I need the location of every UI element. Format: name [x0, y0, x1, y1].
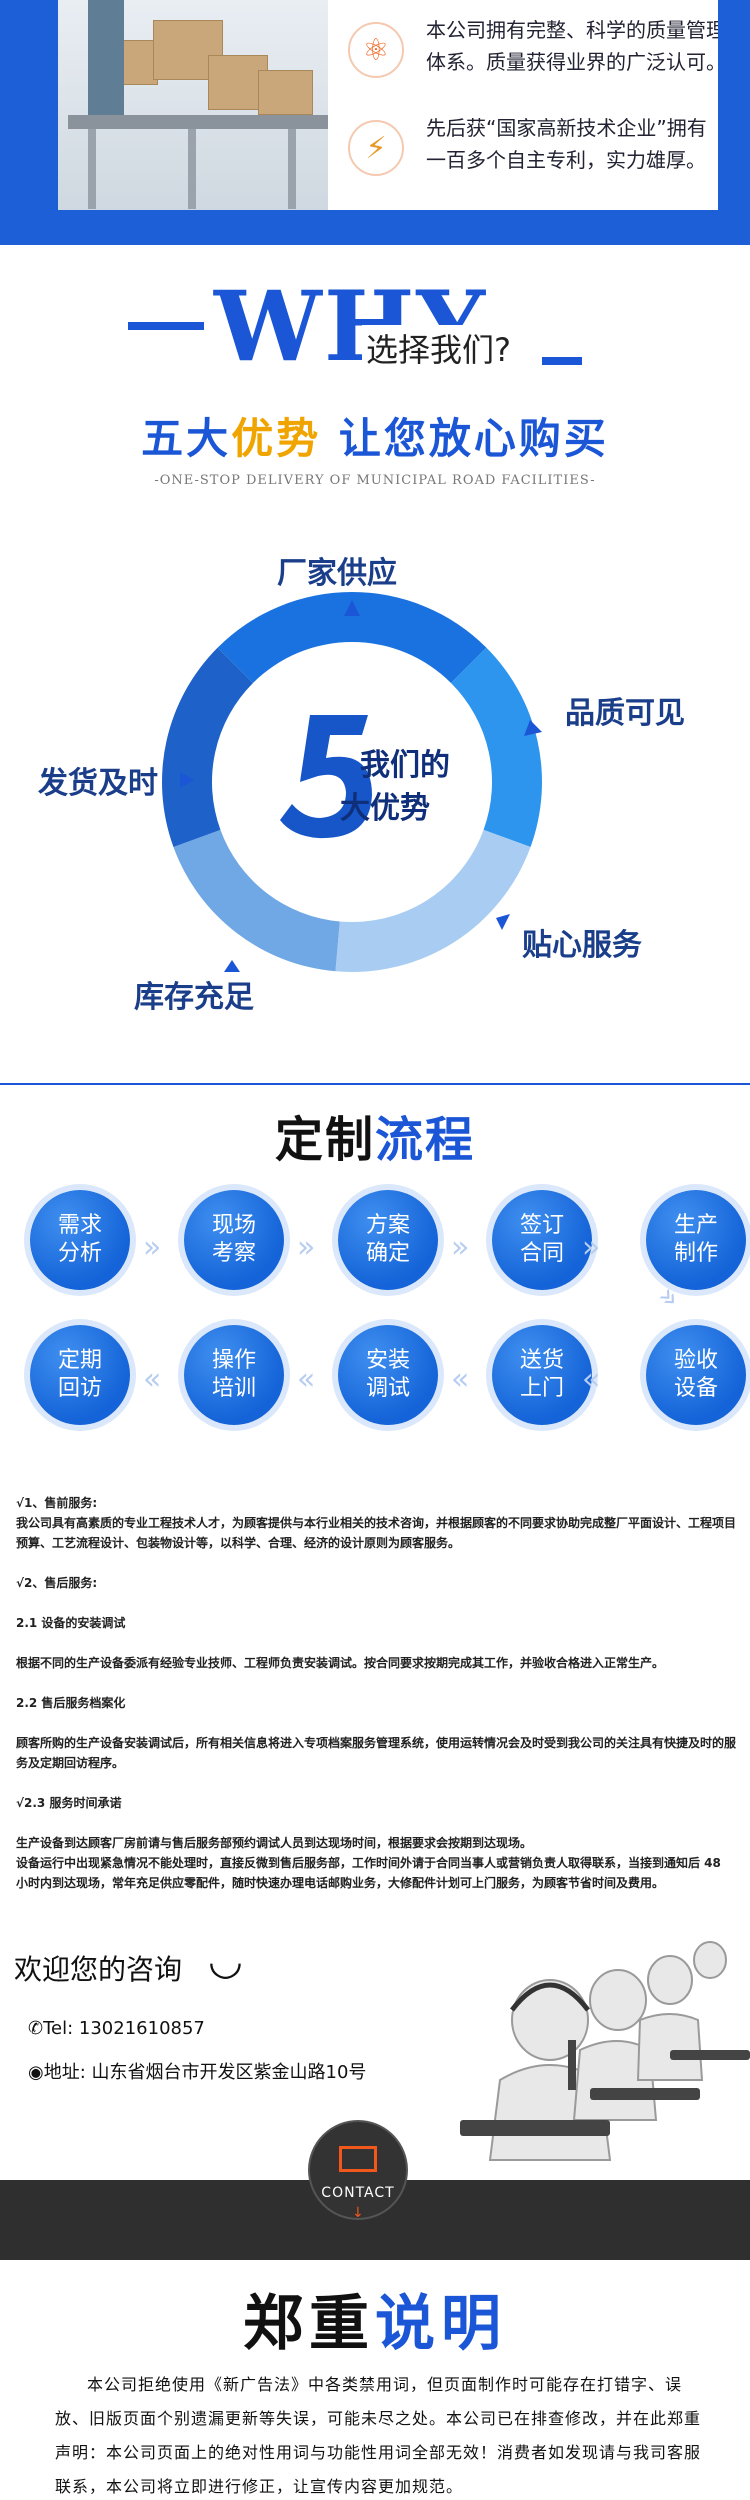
phone-icon: ✆ [28, 2018, 44, 2039]
why-decor-line [542, 357, 582, 365]
service-line: 我公司具有高素质的专业工程技术人才，为顾客提供与本行业相关的技术咨询，并根据顾客… [16, 1516, 737, 1550]
advantage-timely-delivery: 发货及时 [38, 766, 158, 801]
feature-card: ⚛ 本公司拥有完整、科学的质量管理体系。质量获得业界的广泛认可。 ⚡ 先后获“国… [58, 0, 718, 210]
service-line: 根据不同的生产设备委派有经验专业技师、工程师负责安装调试。按合同要求按期完成其工… [16, 1656, 665, 1670]
chevron-left-icon: « [582, 1362, 601, 1397]
phone-row: ✆Tel: 13021610857 [28, 2018, 205, 2039]
address-row: ◉地址: 山东省烟台市开发区紫金山路10号 [28, 2058, 366, 2084]
feature-quality: ⚛ 本公司拥有完整、科学的质量管理体系。质量获得业界的广泛认可。 [348, 12, 718, 102]
why-subheading: 选择我们? [362, 325, 515, 371]
ring-segment [173, 829, 340, 972]
advantages-title: 五大优势 让您放心购买 [141, 414, 609, 463]
advantage-caring-service: 贴心服务 [522, 928, 642, 963]
process-step: 现场考察 [184, 1190, 284, 1290]
advantages-ring: 我们的 大优势 [162, 592, 542, 972]
process-step-label: 定期回访 [57, 1348, 102, 1401]
top-banner: ⚛ 本公司拥有完整、科学的质量管理体系。质量获得业界的广泛认可。 ⚡ 先后获“国… [0, 0, 750, 245]
process-step-label: 送货上门 [519, 1348, 564, 1401]
phone-number[interactable]: 13021610857 [78, 2018, 205, 2039]
advantage-sufficient-stock: 库存充足 [134, 980, 254, 1015]
center-text-b: 大优势 [340, 791, 430, 826]
chevron-right-icon: » [582, 1230, 601, 1265]
feature-patent-text: 先后获“国家高新技术企业”拥有一百多个自主专利，实力雄厚。 [426, 116, 707, 172]
smile-icon: ◡ [208, 1938, 243, 1984]
process-step: 需求分析 [30, 1190, 130, 1290]
service-line: √2、售后服务: [16, 1576, 98, 1590]
service-line: 2.2 售后服务档案化 [16, 1696, 126, 1710]
center-text-a: 我们的 [360, 748, 450, 783]
service-line: √2.3 服务时间承诺 [16, 1796, 122, 1810]
address-text: 山东省烟台市开发区紫金山路10号 [91, 2062, 367, 2083]
advantages-diagram: 我们的 大优势 厂家供应 品质可见 贴心服务 库存充足 发货及时 [0, 520, 750, 1060]
statement-text: 本公司拒绝使用《新广告法》中各类禁用词，但页面制作时可能存在打错字、误放、旧版页… [55, 2375, 702, 2496]
service-line: √1、售前服务: [16, 1496, 98, 1510]
ring-segment [450, 647, 542, 847]
mail-icon [339, 2146, 377, 2172]
process-step-label: 验收设备 [673, 1348, 718, 1401]
arrow-down-icon: ↓ [352, 2205, 364, 2221]
process-step: 安装调试 [338, 1325, 438, 1425]
feature-quality-text: 本公司拥有完整、科学的质量管理体系。质量获得业界的广泛认可。 [426, 18, 718, 74]
service-line: 顾客所购的生产设备安装调试后，所有相关信息将进入专项档案服务管理系统，使用运转情… [16, 1736, 737, 1770]
process-step: 生产制作 [646, 1190, 746, 1290]
ring-segment [217, 592, 487, 684]
process-step-label: 生产制作 [673, 1213, 718, 1266]
process-step: 签订合同 [492, 1190, 592, 1290]
process-step-label: 安装调试 [365, 1348, 410, 1401]
advantage-factory-supply: 厂家供应 [277, 556, 397, 591]
patent-icon: ⚡ [348, 120, 404, 176]
feature-patent: ⚡ 先后获“国家高新技术企业”拥有一百多个自主专利，实力雄厚。 [348, 110, 718, 200]
service-line: 生产设备到达顾客厂房前请与售后服务部预约调试人员到达现场时间，根据要求会按期到达… [16, 1836, 533, 1850]
process-step-label: 需求分析 [57, 1213, 102, 1266]
process-step: 方案确定 [338, 1190, 438, 1290]
ring-segment [335, 829, 531, 972]
why-decor-line [128, 322, 204, 330]
chevron-left-icon: « [143, 1362, 162, 1397]
process-step-label: 操作培训 [211, 1348, 256, 1401]
process-step: 送货上门 [492, 1325, 592, 1425]
contact-label: CONTACT [321, 2185, 395, 2201]
welcome-heading: 欢迎您的咨询 [14, 1953, 183, 1986]
chevron-left-icon: « [297, 1362, 316, 1397]
advantages-english-subtitle: -ONE-STOP DELIVERY OF MUNICIPAL ROAD FAC… [154, 473, 596, 488]
process-step-label: 现场考察 [211, 1213, 256, 1266]
process-step: 操作培训 [184, 1325, 284, 1425]
address-label: 地址: [43, 2062, 92, 2083]
service-line: 2.1 设备的安装调试 [16, 1616, 126, 1630]
section-divider [0, 1083, 750, 1085]
chevron-right-icon: » [297, 1230, 316, 1265]
why-section: WHY 选择我们? 五大优势 让您放心购买 -ONE-STOP DELIVERY… [0, 255, 750, 488]
chevron-right-icon: » [143, 1230, 162, 1265]
packaging-machine-image [58, 0, 328, 210]
process-step-label: 方案确定 [365, 1213, 410, 1266]
chevron-left-icon: « [451, 1362, 470, 1397]
ring-segment [162, 647, 254, 847]
process-step: 验收设备 [646, 1325, 746, 1425]
chevron-right-icon: » [451, 1230, 470, 1265]
location-icon: ◉ [28, 2062, 44, 2083]
service-line: 设备运行中出现紧急情况不能处理时，直接反微到售后服务部，工作时间外请于合同当事人… [16, 1856, 721, 1890]
contact-section: 欢迎您的咨询 ◡ ✆Tel: 13021610857 ◉地址: 山东省烟台市开发… [0, 1920, 750, 2260]
process-step: 定期回访 [30, 1325, 130, 1425]
customer-service-illustration [460, 1941, 750, 2161]
process-title: 定制流程 [274, 1112, 476, 1168]
atom-icon: ⚛ [348, 22, 404, 78]
process-step-label: 签订合同 [519, 1213, 564, 1266]
advantage-visible-quality: 品质可见 [565, 696, 685, 731]
phone-label: Tel: [43, 2018, 79, 2039]
statement-title: 郑重说明 [243, 2289, 507, 2359]
service-description: √1、售前服务: 我公司具有高素质的专业工程技术人才，为顾客提供与本行业相关的技术… [16, 1493, 736, 1893]
